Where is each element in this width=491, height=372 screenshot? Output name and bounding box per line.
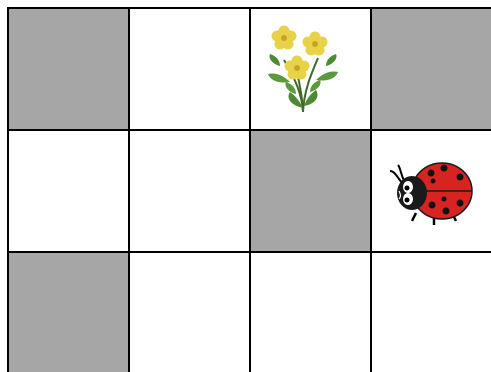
grid-cell-r0-c0[interactable] [8, 8, 129, 130]
grid-cell-r1-c0[interactable] [8, 130, 129, 252]
grid-cell-r1-c3[interactable] [371, 130, 491, 252]
grid-cell-r2-c0[interactable] [8, 252, 129, 372]
grid-cell-r0-c2[interactable] [250, 8, 371, 130]
grid-line-vertical [370, 7, 372, 372]
grid-line-vertical [7, 7, 9, 372]
grid-cell-r2-c1[interactable] [129, 252, 250, 372]
grid-cell-r1-c2[interactable] [250, 130, 371, 252]
grid-cell-r0-c1[interactable] [129, 8, 250, 130]
grid-line-horizontal [7, 7, 491, 9]
grid-cell-r2-c3[interactable] [371, 252, 491, 372]
grid-line-horizontal [7, 129, 491, 131]
grid-line-horizontal [7, 251, 491, 253]
grid-line-vertical [128, 7, 130, 372]
grid-cell-r0-c3[interactable] [371, 8, 491, 130]
grid-cell-r2-c2[interactable] [250, 252, 371, 372]
grid-line-vertical [249, 7, 251, 372]
grid-cell-r1-c1[interactable] [129, 130, 250, 252]
